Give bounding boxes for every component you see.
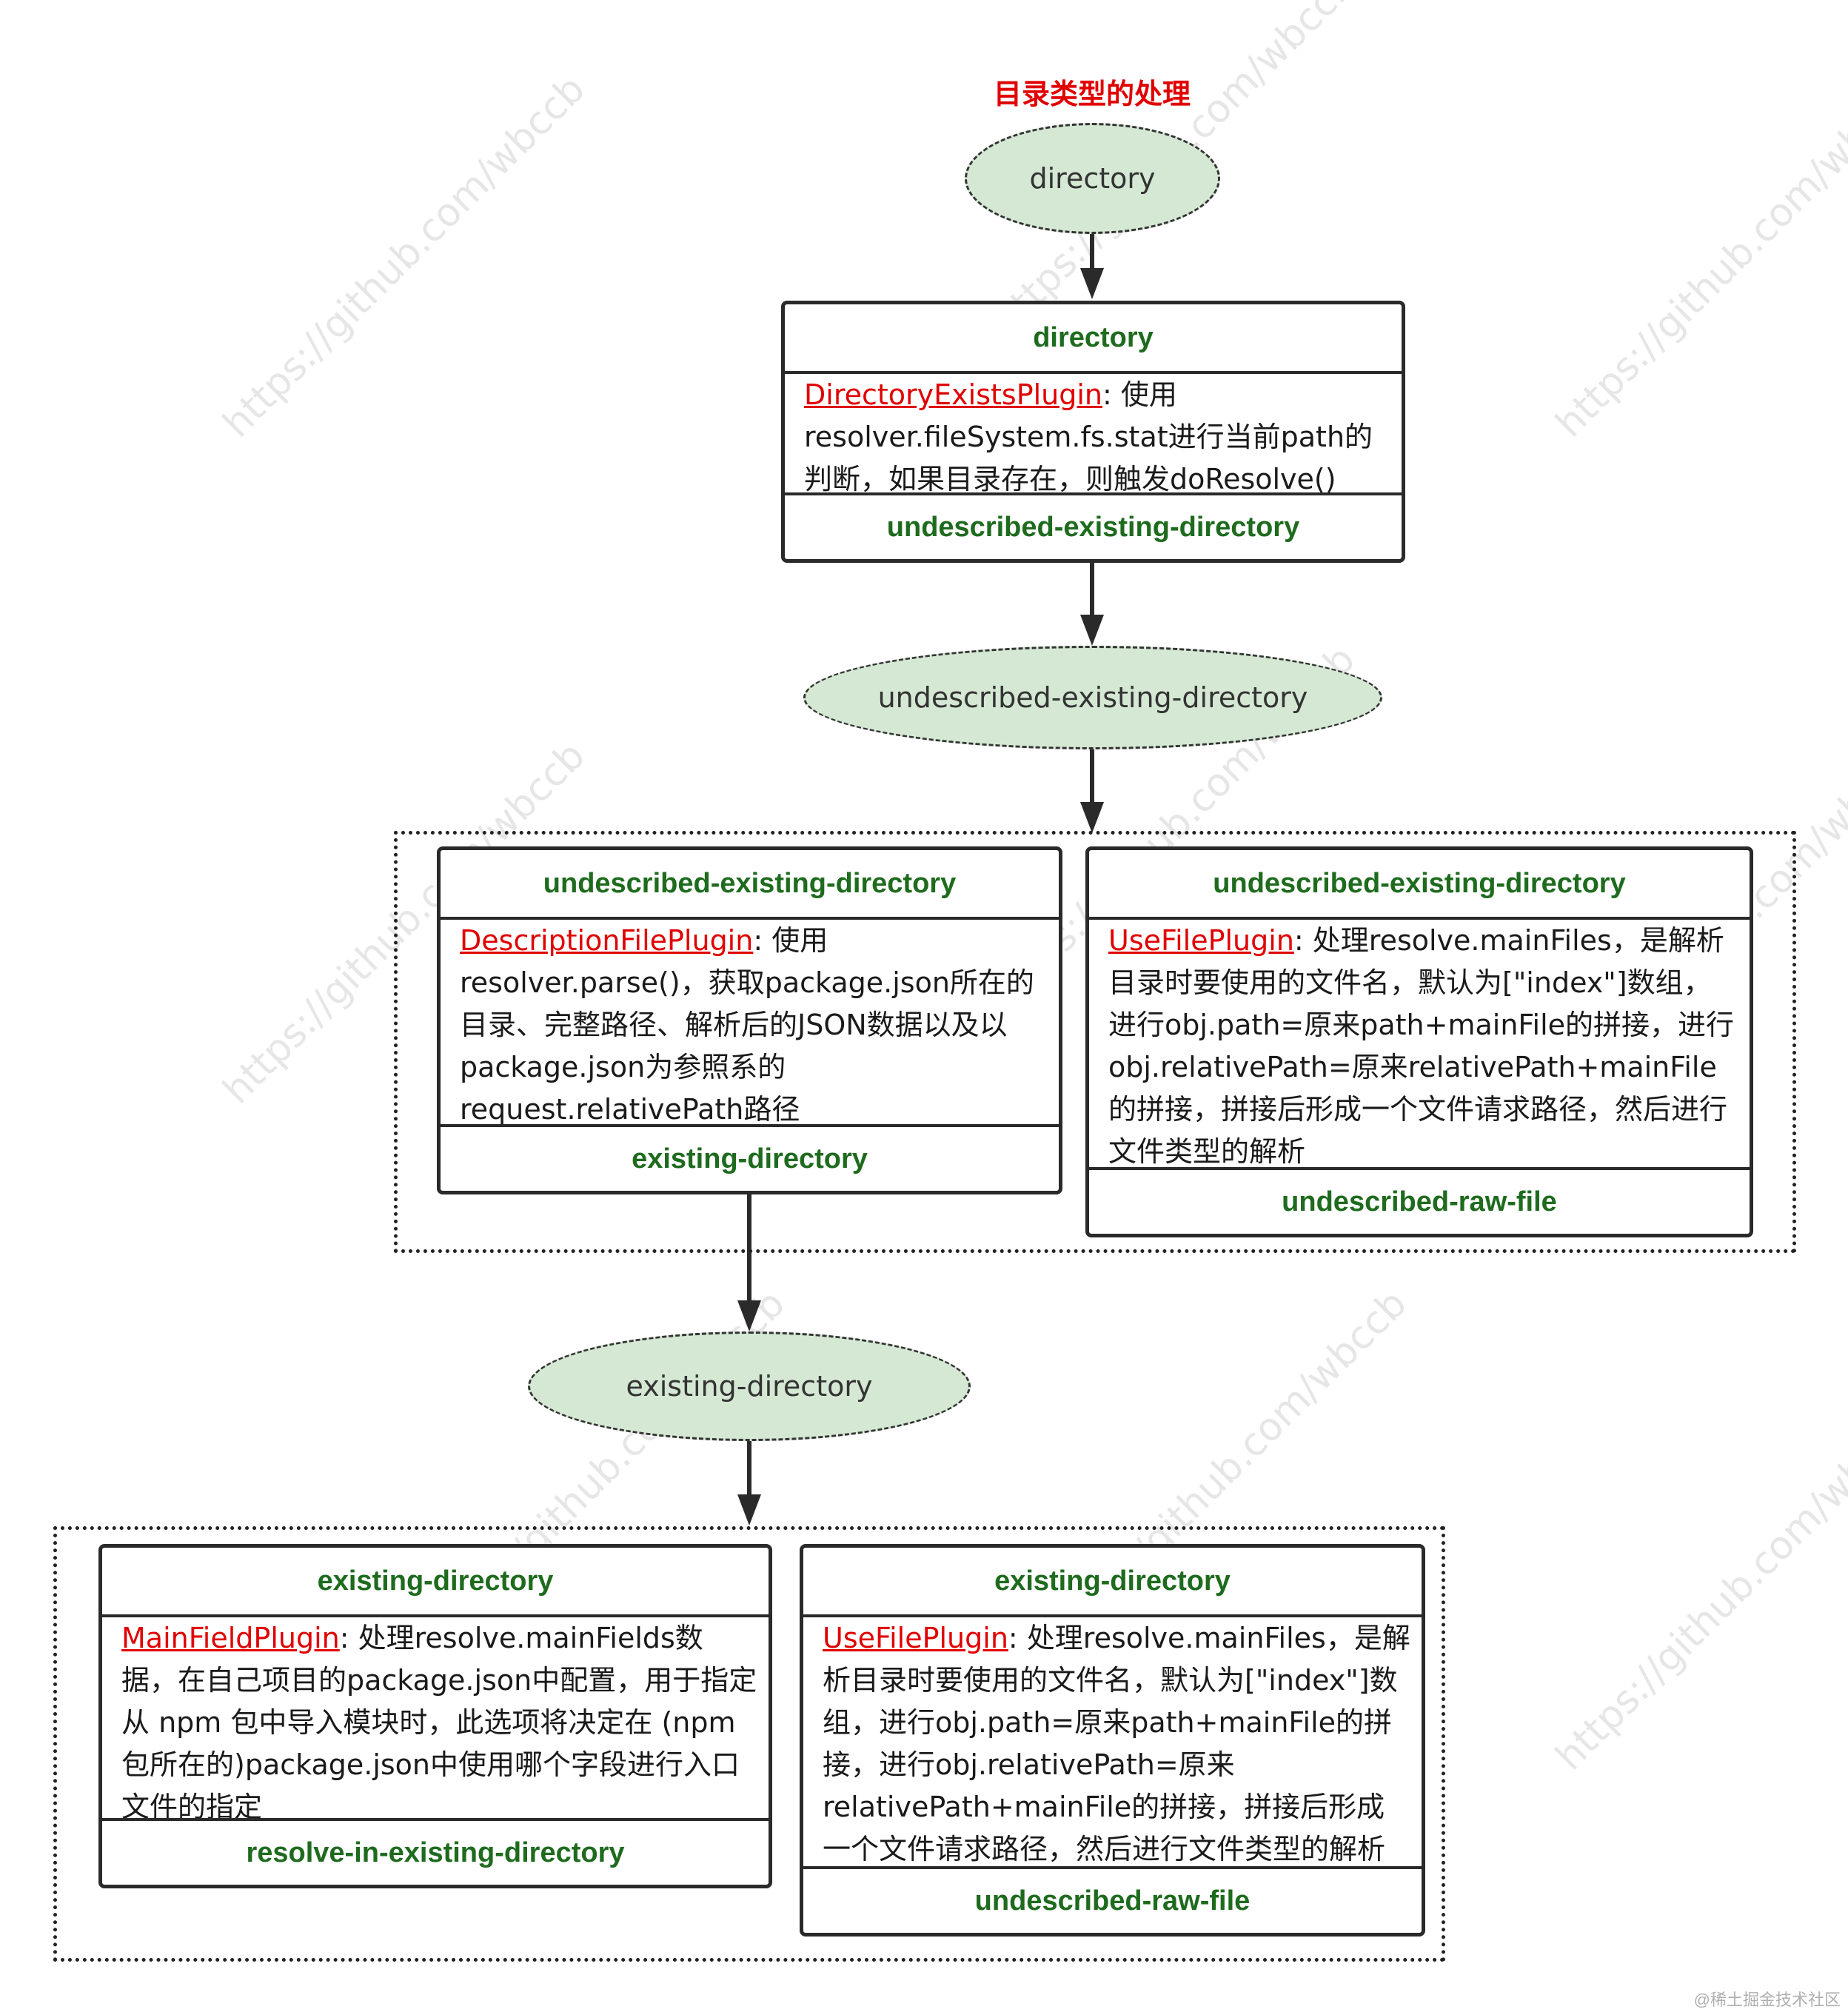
node-header: directory [785,304,1402,374]
plugin-description: : 处理resolve.mainFiles，是解析目录时要使用的文件名，默认为[… [823,1622,1410,1865]
plugin-node-use-file-2: existing-directory UseFilePlugin: 处理reso… [800,1544,1425,1937]
plugin-description: : 使用resolver.fileSystem.fs.stat进行当前path的… [804,378,1373,495]
node-footer: resolve-in-existing-directory [102,1818,769,1885]
plugin-description: : 使用resolver.parse()，获取package.json所在的目录… [460,924,1034,1126]
plugin-name: MainFieldPlugin [121,1622,340,1654]
node-description: DirectoryExistsPlugin: 使用resolver.fileSy… [804,374,1391,501]
node-header: existing-directory [803,1548,1422,1617]
node-footer: existing-directory [441,1124,1059,1191]
plugin-node-main-field: existing-directory MainFieldPlugin: 处理re… [98,1544,772,1888]
plugin-name: UseFilePlugin [823,1622,1008,1654]
hook-ellipse-existing-directory: existing-directory [528,1331,971,1441]
plugin-node-directory-exists: directory DirectoryExistsPlugin: 使用resol… [781,301,1405,563]
plugin-name: UseFilePlugin [1108,924,1294,957]
site-credit: @稀土掘金技术社区 [1693,1991,1841,2009]
plugin-node-description-file: undescribed-existing-directory Descripti… [437,846,1062,1194]
parallel-group-1 [394,831,1796,1253]
node-description: UseFilePlugin: 处理resolve.mainFiles，是解析目录… [823,1617,1411,1871]
node-description: MainFieldPlugin: 处理resolve.mainFields数据，… [121,1617,758,1828]
node-header: undescribed-existing-directory [1089,850,1750,920]
plugin-name: DescriptionFilePlugin [460,924,754,957]
hook-ellipse-undescribed-existing-directory: undescribed-existing-directory [803,646,1382,749]
hook-ellipse-directory: directory [965,123,1220,234]
plugin-description: : 处理resolve.mainFiles，是解析目录时要使用的文件名，默认为[… [1108,924,1735,1168]
node-footer: undescribed-raw-file [803,1866,1422,1933]
node-header: undescribed-existing-directory [441,850,1059,920]
plugin-name: DirectoryExistsPlugin [804,378,1103,411]
diagram-title: 目录类型的处理 [993,78,1191,110]
parallel-group-2 [53,1526,1445,1962]
node-header: existing-directory [102,1548,769,1617]
node-footer: undescribed-raw-file [1089,1167,1750,1234]
node-description: UseFilePlugin: 处理resolve.mainFiles，是解析目录… [1108,920,1739,1173]
plugin-description: : 处理resolve.mainFields数据，在自己项目的package.j… [121,1622,757,1823]
plugin-node-use-file-1: undescribed-existing-directory UseFilePl… [1085,846,1753,1237]
node-footer: undescribed-existing-directory [785,492,1402,559]
node-description: DescriptionFilePlugin: 使用resolver.parse(… [460,920,1048,1131]
